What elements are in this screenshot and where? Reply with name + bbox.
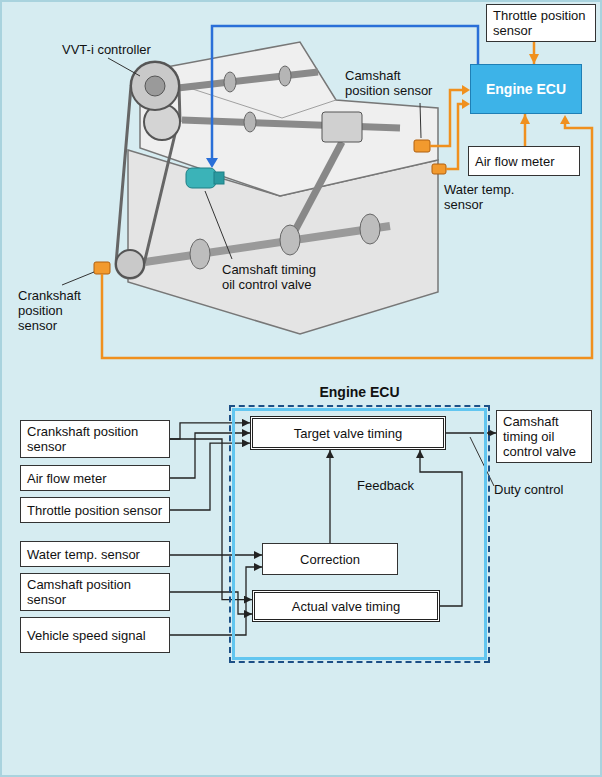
input-box: Throttle position sensor [20, 497, 170, 523]
input-box: Vehicle speed signal [20, 617, 170, 653]
connector [533, 42, 536, 64]
crankshaft-sensor [94, 262, 110, 274]
leader-line [108, 58, 140, 76]
signal-wire [446, 104, 462, 169]
cam-lobe [244, 112, 256, 132]
leader-line [205, 191, 232, 259]
input-box: Air flow meter [20, 465, 170, 491]
block-title: Engine ECU [235, 384, 484, 400]
arrow-head [560, 115, 570, 124]
box-text: Camshaft timing oil control valve [503, 414, 585, 459]
connecting-rod [290, 142, 342, 240]
counterweight [360, 214, 380, 244]
vvt-i-hub [145, 76, 165, 96]
arrow-head [462, 85, 470, 95]
box-text: Water temp. sensor [27, 547, 163, 562]
box-text: Actual valve timing [261, 599, 431, 614]
box-text: Throttle position sensor [27, 503, 163, 518]
cylinder-head [140, 42, 438, 196]
ecu-box: Engine ECU [470, 64, 582, 114]
process-box: Actual valve timing [252, 590, 440, 622]
box-text: Target valve timing [259, 426, 437, 441]
ecu-block: Engine ECUTarget valve timingCorrectionA… [232, 408, 487, 660]
output-box: Camshaft timing oil control valve [496, 410, 592, 463]
part-label: Water temp. sensor [444, 182, 524, 212]
box-text: Engine ECU [477, 82, 575, 97]
cam-lobe [279, 66, 291, 86]
piston [322, 112, 362, 142]
oil-control-valve [186, 168, 216, 188]
part-label: Camshaft position sensor [345, 68, 441, 98]
connector [170, 567, 262, 635]
vvt-i-controller [131, 62, 179, 110]
input-box: Crankshaft position sensor [20, 420, 170, 458]
camshaft-sensor [414, 140, 430, 152]
part-label: VVT-i controller [62, 42, 151, 57]
sensor-box: Air flow meter [468, 146, 580, 176]
part-label: Camshaft timing oil control valve [222, 262, 322, 292]
sensor-box: Throttle position sensor [486, 4, 596, 42]
box-text: Air flow meter [27, 471, 163, 486]
box-text: Vehicle speed signal [27, 628, 163, 643]
connector [420, 450, 462, 606]
process-box: Correction [262, 543, 398, 575]
connector [329, 450, 330, 543]
water-temp-sensor [432, 164, 446, 174]
timing-chain [116, 62, 180, 278]
arrow-head [462, 99, 470, 109]
box-text: Correction [269, 552, 391, 567]
leader-line [470, 437, 494, 486]
counterweight [280, 225, 300, 255]
intake-camshaft [182, 120, 400, 128]
process-box: Target valve timing [250, 416, 446, 450]
arrow-head [206, 158, 218, 168]
crankshaft [145, 226, 390, 262]
signal-label: Feedback [357, 478, 414, 493]
valve-connector [214, 172, 224, 184]
signal-label: Duty control [494, 482, 563, 497]
connector [446, 432, 496, 433]
leader-line [62, 272, 94, 285]
connector [170, 443, 250, 510]
cam-lobe [224, 72, 236, 92]
counterweight [190, 239, 210, 269]
connector [524, 114, 527, 146]
box-text: Crankshaft position sensor [27, 424, 163, 454]
control-wire [212, 26, 478, 160]
connector [170, 439, 252, 600]
connector [170, 423, 250, 439]
signal-wire [102, 124, 592, 358]
input-box: Camshaft position sensor [20, 573, 170, 611]
leader-line [420, 103, 421, 138]
exhaust-camshaft [178, 72, 318, 88]
part-label: Crankshaft position sensor [18, 288, 94, 333]
box-text: Air flow meter [475, 154, 573, 169]
connector [170, 554, 262, 555]
box-text: Throttle position sensor [493, 8, 589, 38]
crank-sprocket [116, 250, 144, 278]
box-text: Camshaft position sensor [27, 577, 163, 607]
connector [170, 592, 252, 614]
input-box: Water temp. sensor [20, 541, 170, 567]
